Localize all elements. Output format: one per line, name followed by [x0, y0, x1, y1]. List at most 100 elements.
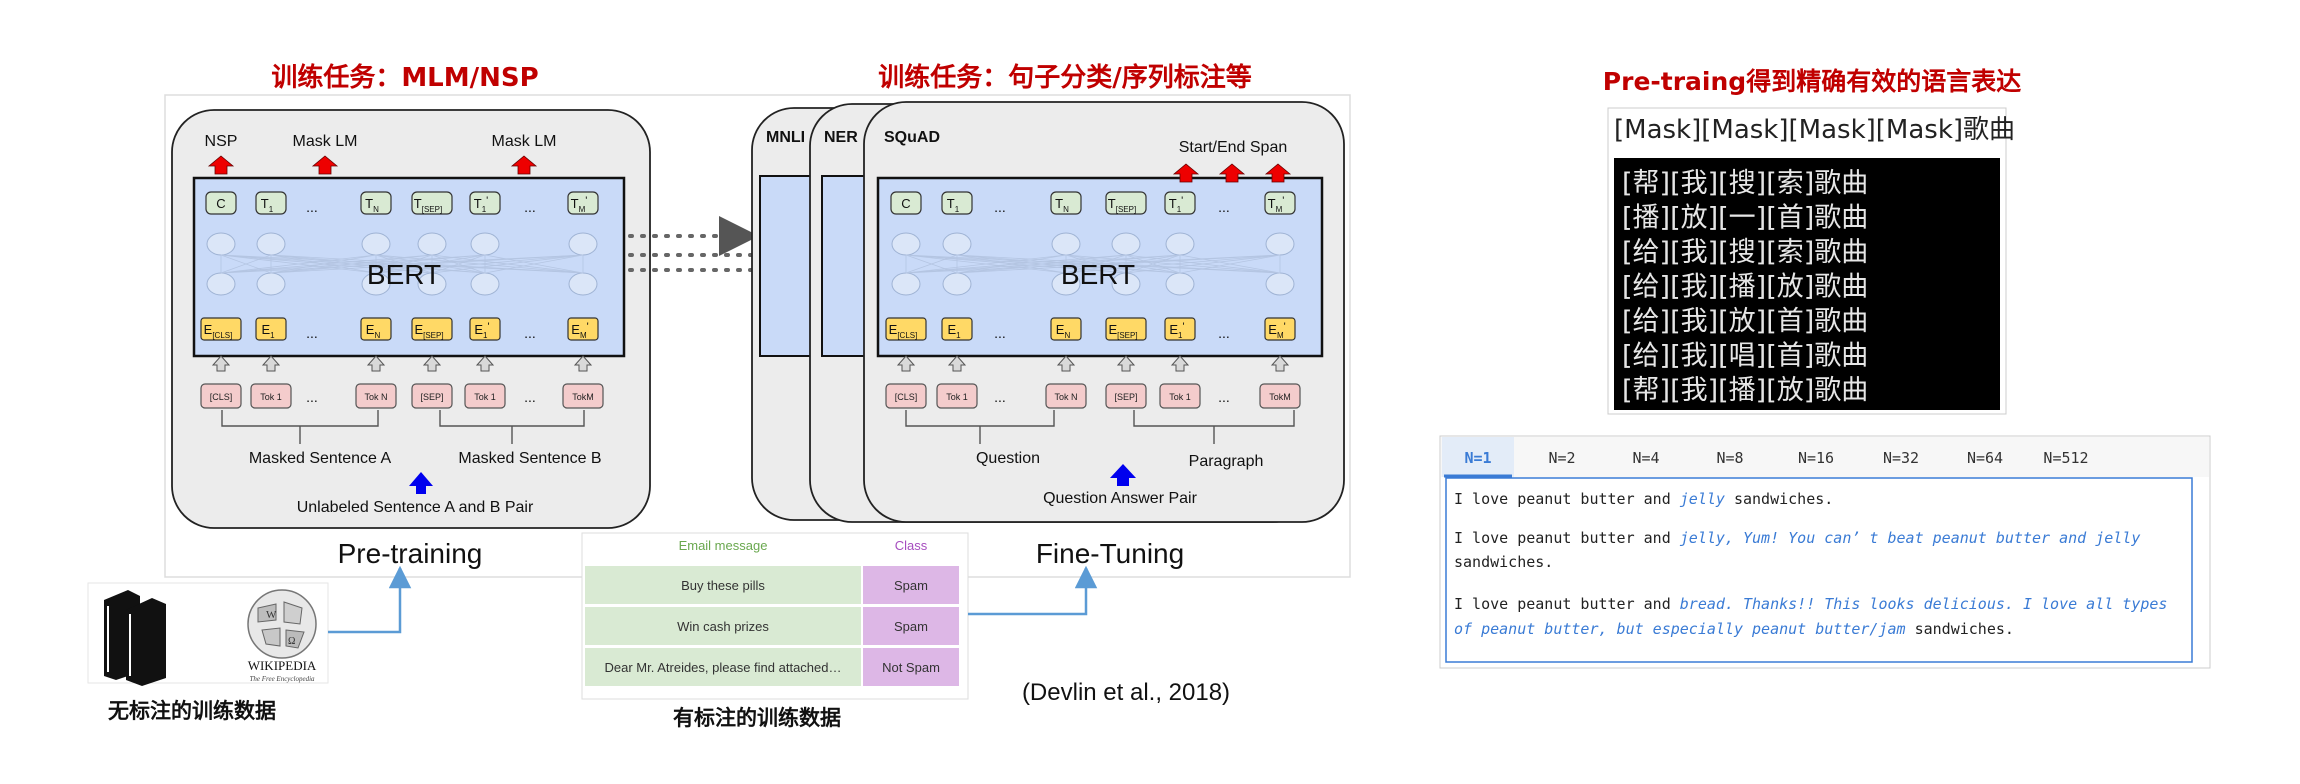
gen-tab[interactable]: N=32 [1883, 449, 1919, 467]
finetune-up-arrow [1170, 355, 1190, 372]
finetune-net-edge [956, 254, 1281, 274]
finetune-e-ellipsis: ... [1218, 325, 1230, 341]
finetune-e-token [941, 317, 973, 341]
pretrain-input-token-label: Tok 1 [474, 392, 496, 402]
pretrain-output-arrow [510, 155, 538, 175]
finetune-input-token [1259, 383, 1301, 409]
finetune-tok-ellipsis: ... [1218, 389, 1230, 405]
finetune-t-token-label: C [901, 196, 910, 211]
mask-prediction-row: [给][我][搜][索]歌曲 [1622, 237, 1868, 268]
span-output-arrow [1218, 163, 1246, 183]
pretrain-up-arrow [211, 355, 231, 372]
pretrain-e-token [567, 317, 599, 341]
pretrain-up-arrow [422, 355, 442, 372]
pretrain-input-token [464, 383, 506, 409]
pretrain-pair-label: Unlabeled Sentence A and B Pair [297, 499, 534, 516]
mask-prediction-row: [播][放][一][首]歌曲 [1622, 203, 1868, 234]
labeled-to-finetune-arrow [968, 565, 1098, 616]
gen-tab[interactable]: N=1 [1464, 449, 1491, 467]
wikipedia-wordmark: WIKIPEDIA [248, 658, 317, 673]
pretrain-tok-ellipsis: ... [524, 389, 536, 405]
finetune-input-tokens: [CLS]Tok 1...Tok N[SEP]Tok 1...TokM [885, 355, 1301, 409]
finetune-attention-net [891, 232, 1295, 296]
unlabeled-to-pretrain-arrow [328, 565, 412, 634]
finetune-t-token [1050, 191, 1082, 215]
gen-sample-line: of peanut butter, but especially peanut … [1454, 620, 2014, 638]
pretrain-input-token [250, 383, 292, 409]
pretrain-net-edge [220, 254, 486, 274]
finetune-net-node [1165, 272, 1195, 296]
finetune-bert-label: BERT [1061, 259, 1135, 290]
pretrain-input-token-label: Tok N [364, 392, 387, 402]
pretrain-e-ellipsis: ... [524, 325, 536, 341]
pretrain-net-node [256, 232, 286, 256]
pretrain-t-token-label: C [216, 196, 225, 211]
gen-tab[interactable]: N=2 [1548, 449, 1575, 467]
pretrain-input-tokens: [CLS]Tok 1...Tok N[SEP]Tok 1...TokM [200, 355, 604, 409]
pretrain-e-token [255, 317, 287, 341]
pretrain-t-token [255, 191, 287, 215]
span-output-arrow [1172, 163, 1200, 183]
sentence-b-label: Masked Sentence B [458, 450, 601, 467]
mask-prediction-row: [帮][我][播][放]歌曲 [1622, 375, 1868, 406]
finetune-caption: Fine-Tuning [1036, 538, 1184, 569]
question-label: Question [976, 450, 1040, 467]
finetune-e-ellipsis: ... [994, 325, 1006, 341]
pretrain-input-token-label: [CLS] [210, 392, 233, 402]
pretrain-e-token [411, 317, 453, 341]
finetune-input-token [1105, 383, 1147, 409]
pretrain-net-node [568, 232, 598, 256]
pretrain-input-token-label: Tok 1 [260, 392, 282, 402]
table-row-class: Not Spam [882, 660, 940, 675]
pretrain-t-token [411, 191, 453, 215]
task-mnli: MNLI [766, 129, 805, 146]
svg-text:Ω: Ω [288, 636, 295, 647]
pretrain-net-node [256, 272, 286, 296]
mask-prediction-row: [给][我][放][首]歌曲 [1622, 306, 1868, 337]
pretrain-up-arrow [475, 355, 495, 372]
svg-text:W: W [266, 609, 277, 621]
finetune-net-edge [1125, 254, 1281, 274]
gen-tab[interactable]: N=16 [1798, 449, 1834, 467]
finetune-e-token [1105, 317, 1147, 341]
header-email-message: Email message [679, 538, 768, 553]
finetune-net-node [1111, 232, 1141, 256]
pretrain-net-edge [220, 254, 272, 274]
finetune-input-token [936, 383, 978, 409]
pretrain-bert-label: BERT [367, 259, 441, 290]
pretrain-e-token [200, 317, 242, 341]
gen-tab[interactable]: N=512 [2043, 449, 2088, 467]
finetune-net-node [1051, 232, 1081, 256]
pretrain-net-node [417, 232, 447, 256]
table-row-class: Spam [894, 578, 928, 593]
finetune-up-arrow [1056, 355, 1076, 372]
pretrain-output-label: Mask LM [492, 133, 557, 150]
gen-tab[interactable]: N=64 [1967, 449, 2003, 467]
finetune-up-arrow [1270, 355, 1290, 372]
gen-tabs[interactable]: N=1 N=2 N=4 N=8 N=16 N=32 N=64 N=512 [1464, 449, 2088, 467]
finetune-up-arrow [896, 355, 916, 372]
mask-prediction-panel: [Mask][Mask][Mask][Mask]歌曲 [帮][我][搜][索]歌… [1607, 107, 2015, 415]
gen-tab-bar [1441, 437, 2209, 477]
pretrain-net-edge [375, 254, 584, 274]
table-row-message: Win cash prizes [677, 619, 769, 634]
finetune-net-node [942, 272, 972, 296]
finetune-net-node [1265, 232, 1295, 256]
mask-query-header: [Mask][Mask][Mask][Mask]歌曲 [1614, 115, 2015, 145]
finetune-input-token [1045, 383, 1087, 409]
pretrain-net-edge [484, 254, 584, 274]
pretrain-up-arrow [261, 355, 281, 372]
finetune-net-edge [905, 254, 1181, 274]
header-class: Class [895, 538, 928, 553]
finetune-pair-label: Question Answer Pair [1043, 490, 1198, 507]
gen-tab[interactable]: N=8 [1716, 449, 1743, 467]
pretrain-output-label: Mask LM [293, 133, 358, 150]
gen-tab[interactable]: N=4 [1632, 449, 1659, 467]
citation: (Devlin et al., 2018) [1022, 679, 1230, 706]
table-cell-class [861, 646, 961, 688]
gen-sample-line: I love peanut butter and bread. Thanks!!… [1454, 595, 2167, 613]
finetune-input-token-label: Tok N [1054, 392, 1077, 402]
